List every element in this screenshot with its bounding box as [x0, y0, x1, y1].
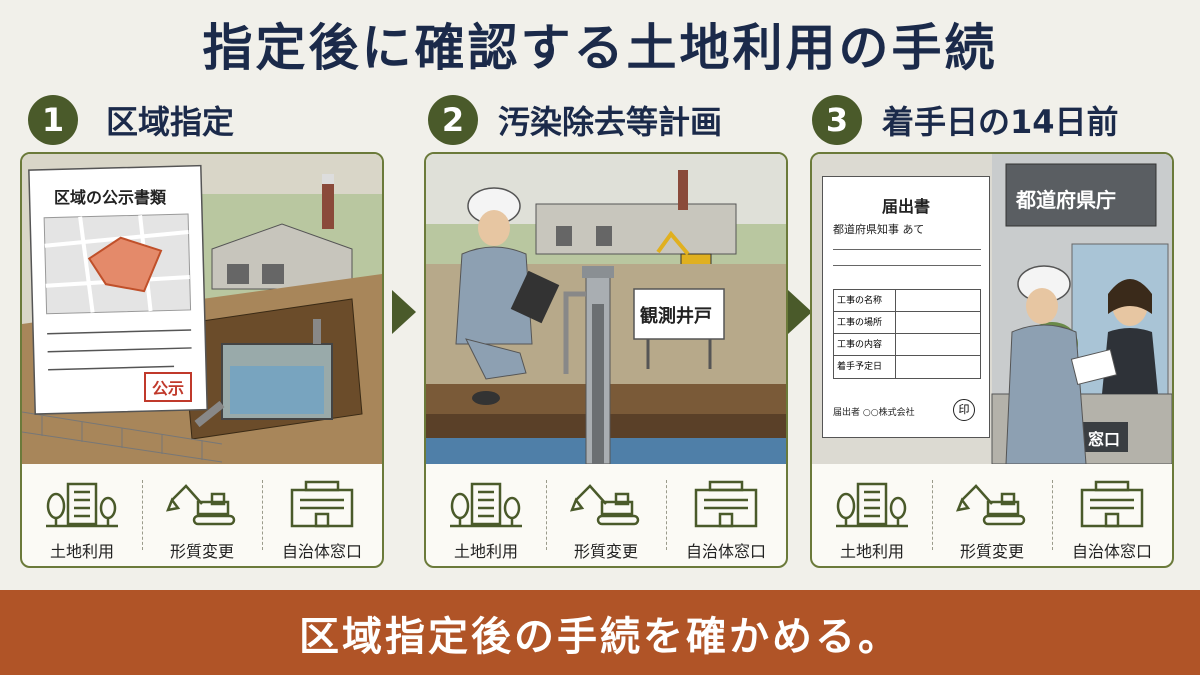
land-use-item: 土地利用 [22, 470, 142, 566]
bottom-banner: 区域指定後の手続を確かめる。 [0, 590, 1200, 675]
municipal-office-item: 自治体窓口 [1052, 470, 1172, 566]
form-row-label: 着手予定日 [834, 356, 896, 378]
public-notice-doc-title: 区域の公示書類 [54, 188, 167, 207]
excavation-label: 形質変更 [169, 542, 234, 561]
panel-3-icons: 土地利用 形質変更 [812, 470, 1172, 566]
step-1-label: 区域指定 [106, 103, 235, 141]
prefectural-office-sign: 都道府県庁 [1016, 188, 1116, 212]
municipal-office-label: 自治体窓口 [281, 542, 362, 561]
monitoring-well-sign: 観測井戸 [640, 306, 712, 327]
building-trees-icon [46, 482, 118, 528]
step-1-number: 1 [28, 95, 78, 145]
form-addressee: 都道府県知事 あて [833, 223, 925, 236]
office-building-icon [1080, 480, 1144, 528]
reception-window-sign: 窓口 [1088, 430, 1121, 449]
land-use-item: 土地利用 [426, 470, 546, 566]
step-2-header: 2 汚染除去等計画 [428, 92, 722, 148]
notification-form: 届出書 都道府県知事 あて 工事の名称 工事の場所 工事の内容 着手予定日 届出… [822, 176, 990, 438]
form-line [833, 249, 981, 250]
land-use-label: 土地利用 [49, 542, 114, 561]
seal-stamp: 印 [953, 399, 975, 421]
municipal-office-label: 自治体窓口 [1071, 542, 1152, 561]
arrow-right-icon [392, 290, 416, 334]
municipal-office-item: 自治体窓口 [666, 470, 786, 566]
panel-2-icons: 土地利用 形質変更 [426, 470, 786, 566]
excavator-icon [165, 484, 236, 526]
office-building-icon [290, 480, 354, 528]
page-title: 指定後に確認する土地利用の手続 [202, 19, 998, 77]
step-3-label: 着手日の14日前 [882, 103, 1119, 141]
form-row-label: 工事の場所 [834, 312, 896, 333]
monitoring-well-illustration [426, 154, 786, 464]
form-title: 届出書 [881, 197, 930, 216]
excavation-label: 形質変更 [573, 542, 638, 561]
form-row: 着手予定日 [834, 356, 980, 378]
panel-notification-14-days: 届出書 都道府県知事 あて 工事の名称 工事の場所 工事の内容 着手予定日 届出… [810, 152, 1174, 568]
municipal-office-item: 自治体窓口 [262, 470, 382, 566]
step-3-number: 3 [812, 95, 862, 145]
office-building-icon [694, 480, 758, 528]
step-3-header: 3 着手日の14日前 [812, 92, 1119, 148]
form-line [833, 265, 981, 266]
panel-remediation-plan: 観測井戸 土地利用 [424, 152, 788, 568]
excavation-item: 形質変更 [142, 470, 262, 566]
step-1-header: 1 区域指定 [28, 92, 234, 148]
building-trees-icon [836, 482, 908, 528]
land-use-item: 土地利用 [812, 470, 932, 566]
municipal-office-label: 自治体窓口 [685, 542, 766, 561]
excavator-icon [569, 484, 640, 526]
panel-zone-designation: 区域の公示書類 公示 土地利用 [20, 152, 384, 568]
land-use-label: 土地利用 [839, 542, 904, 561]
excavation-item: 形質変更 [932, 470, 1052, 566]
excavator-icon [955, 484, 1026, 526]
step-2-label: 汚染除去等計画 [498, 103, 723, 141]
form-submitter: 届出者 ○○株式会社 [833, 408, 915, 418]
excavation-label: 形質変更 [959, 542, 1024, 561]
form-row: 工事の内容 [834, 334, 980, 356]
public-notice-stamp: 公示 [144, 372, 193, 402]
panel-1-icons: 土地利用 形質変更 [22, 470, 382, 566]
form-row: 工事の名称 [834, 290, 980, 312]
step-2-number: 2 [428, 95, 478, 145]
form-table: 工事の名称 工事の場所 工事の内容 着手予定日 [833, 289, 981, 379]
building-trees-icon [450, 482, 522, 528]
form-row-label: 工事の名称 [834, 290, 896, 311]
form-row: 工事の場所 [834, 312, 980, 334]
factory-site-illustration [22, 154, 382, 464]
form-row-label: 工事の内容 [834, 334, 896, 355]
excavation-item: 形質変更 [546, 470, 666, 566]
land-use-label: 土地利用 [453, 542, 518, 561]
arrow-right-icon [788, 290, 812, 334]
